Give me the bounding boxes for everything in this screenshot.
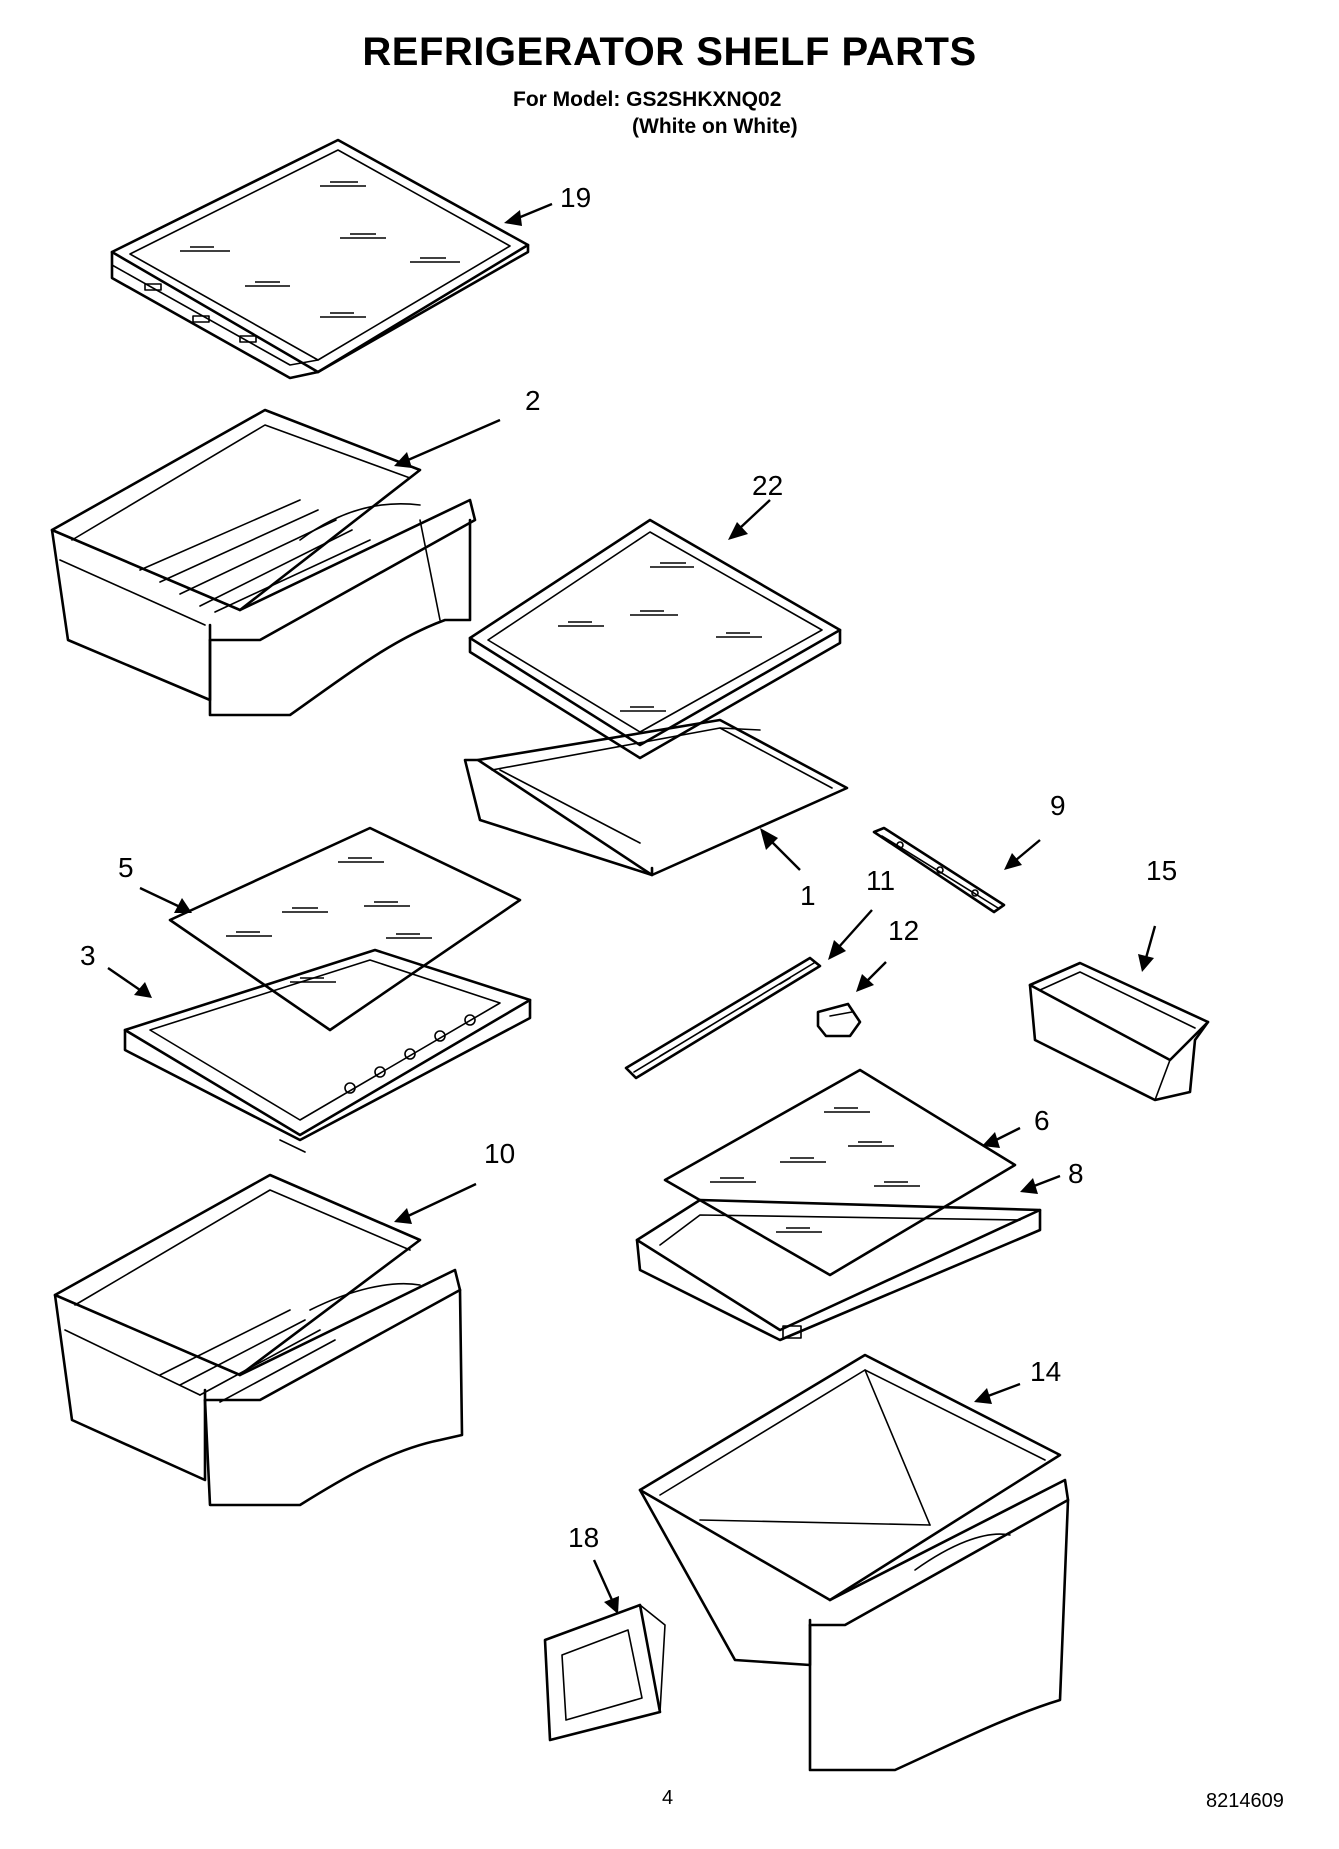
part-11-long-bracket — [624, 956, 822, 1080]
callout-18: 18 — [568, 1522, 600, 1553]
callout-2: 2 — [525, 385, 541, 416]
part-19-glass-shelf — [110, 138, 530, 380]
callout-10: 10 — [484, 1138, 516, 1169]
part-6-glass-panel — [663, 1068, 1017, 1277]
callout-15: 15 — [1146, 855, 1178, 886]
callout-12: 12 — [888, 915, 920, 946]
part-8-shelf-frame — [635, 1198, 1042, 1342]
callout-22: 22 — [752, 470, 784, 501]
part-18-label-card — [543, 1603, 666, 1742]
part-12-clip — [816, 1002, 862, 1038]
part-14-deep-drawer — [638, 1353, 1070, 1772]
callout-1: 1 — [800, 880, 816, 911]
part-22-glass-shelf — [468, 518, 842, 760]
callout-5: 5 — [118, 852, 134, 883]
part-15-small-bin — [1028, 961, 1210, 1102]
callout-14: 14 — [1030, 1356, 1062, 1387]
page-number: 4 — [662, 1787, 674, 1809]
part-5-glass-panel — [168, 826, 522, 1032]
callout-3: 3 — [80, 940, 96, 971]
part-2-crisper-drawer — [50, 408, 477, 717]
part-9-bracket — [872, 826, 1006, 914]
callout-11: 11 — [866, 865, 896, 896]
callout-6: 6 — [1034, 1105, 1050, 1136]
part-10-crisper-drawer — [53, 1173, 464, 1507]
page-title: REFRIGERATOR SHELF PARTS — [362, 30, 977, 74]
callout-19: 19 — [560, 182, 592, 213]
callout-8: 8 — [1068, 1158, 1084, 1189]
color-line: (White on White) — [632, 115, 798, 138]
callout-9: 9 — [1050, 790, 1066, 821]
leader-arrows — [107, 202, 1157, 1614]
model-line: For Model: GS2SHKXNQ02 — [513, 88, 782, 111]
document-number: 8214609 — [1206, 1790, 1284, 1812]
part-3-shelf-frame — [123, 948, 532, 1153]
part-1-shelf-frame — [463, 718, 849, 877]
